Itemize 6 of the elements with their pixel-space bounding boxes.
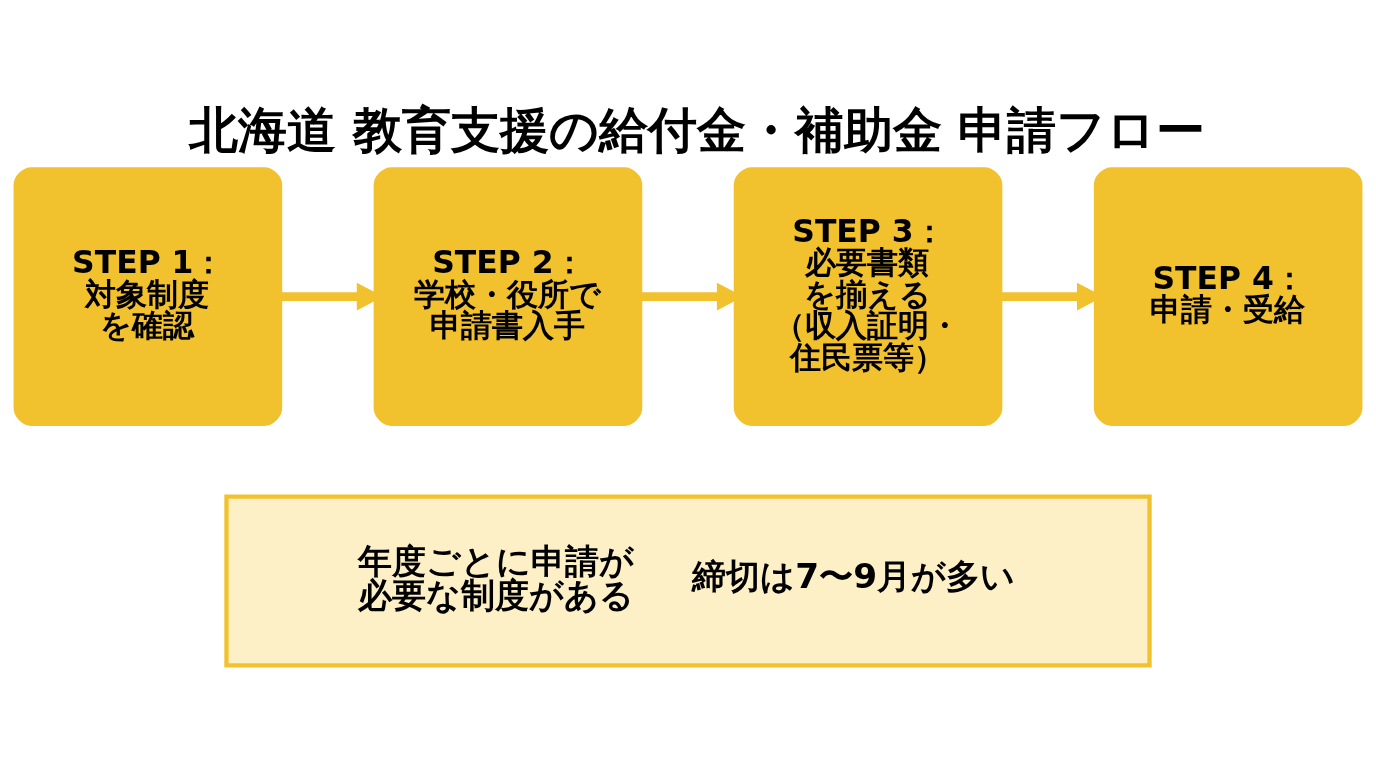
node-box: STEP 2： 学校・役所で申請書入手 [373,166,643,426]
diagram-title: 北海道 教育支援の給付金・補助金 申請フロー [188,101,1206,158]
node-box: STEP 4： 申請・受給 [1093,166,1363,426]
node-box: STEP 3： 必要書類を揃える （収入証明・住民票等） [733,166,1003,426]
node-box: STEP 1： 対象制度を確認 [13,166,283,426]
node-box: 年度ごとに申請が必要な制度がある 締切は7〜9月が多い [224,494,1152,667]
